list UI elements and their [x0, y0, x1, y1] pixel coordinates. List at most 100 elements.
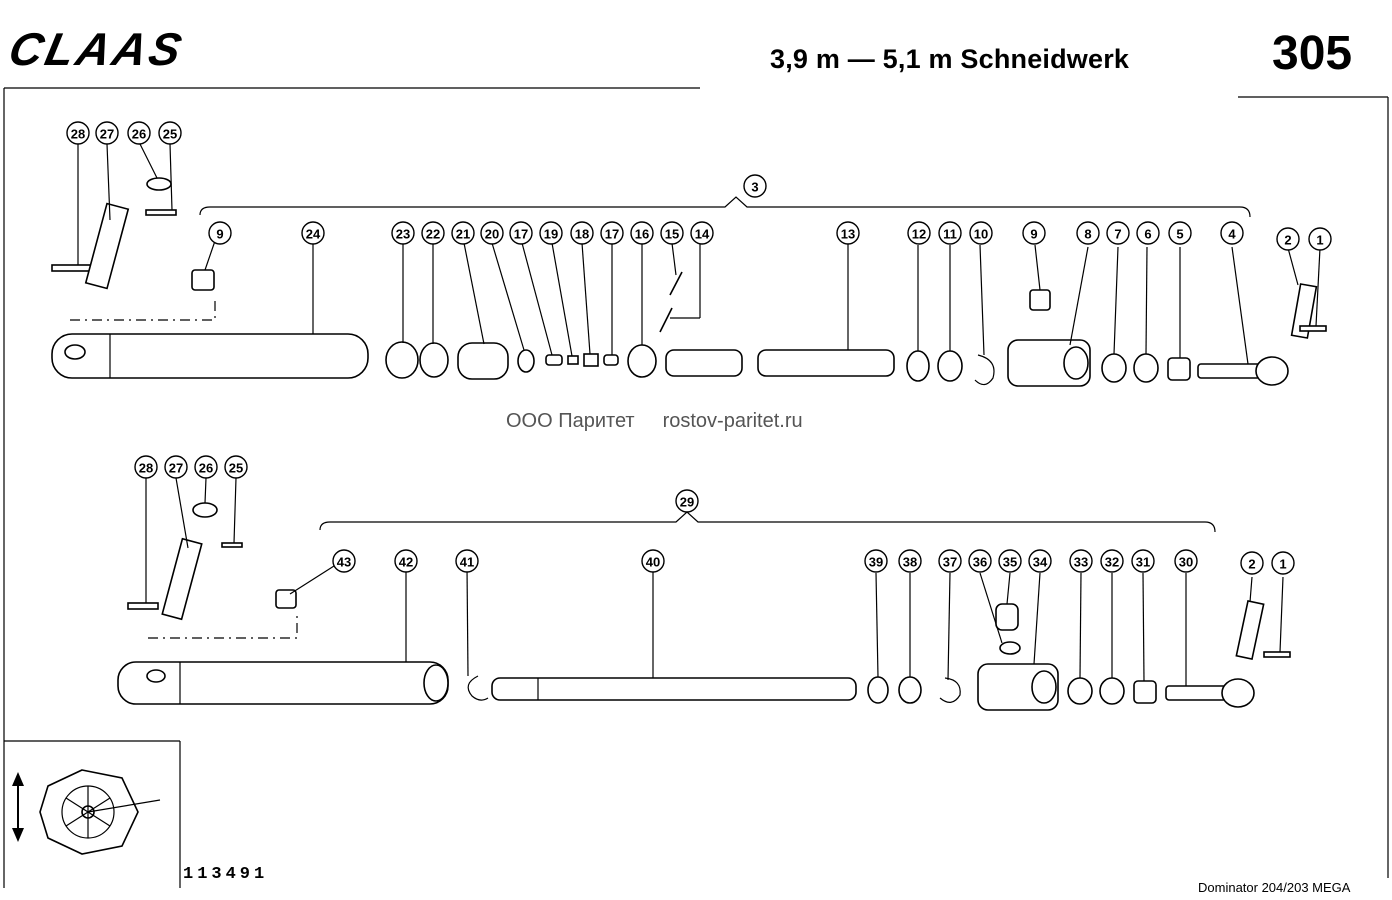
svg-text:23: 23	[396, 227, 410, 242]
svg-text:11: 11	[943, 227, 957, 242]
svg-text:9: 9	[1030, 227, 1037, 242]
callout-bottom-loose-27: 27	[164, 455, 188, 479]
svg-text:4: 4	[1228, 227, 1236, 242]
svg-text:14: 14	[695, 227, 710, 242]
callout-group-top: 3	[743, 174, 767, 198]
callout-top-18: 18	[570, 221, 594, 245]
svg-text:25: 25	[163, 127, 177, 142]
callout-top-loose-1: 1	[1308, 227, 1332, 251]
svg-text:13: 13	[841, 227, 855, 242]
callout-bottom-30: 30	[1174, 549, 1198, 573]
callout-top-loose-28: 28	[66, 121, 90, 145]
svg-text:26: 26	[132, 127, 146, 142]
callout-bottom-loose-1: 1	[1271, 551, 1295, 575]
svg-text:34: 34	[1033, 555, 1048, 570]
callout-top-12: 12	[907, 221, 931, 245]
callout-top-24: 24	[301, 221, 325, 245]
callout-top-loose-26: 26	[127, 121, 151, 145]
svg-text:37: 37	[943, 555, 957, 570]
svg-text:2: 2	[1284, 233, 1291, 248]
callout-bottom-31: 31	[1131, 549, 1155, 573]
callout-top-7: 7	[1106, 221, 1130, 245]
callout-group-bottom: 29	[675, 489, 699, 513]
callout-bottom-40: 40	[641, 549, 665, 573]
callout-top-6: 6	[1136, 221, 1160, 245]
svg-text:16: 16	[635, 227, 649, 242]
callout-bottom-43: 43	[332, 549, 356, 573]
svg-text:18: 18	[575, 227, 589, 242]
svg-text:28: 28	[71, 127, 85, 142]
svg-text:26: 26	[199, 461, 213, 476]
callout-bottom-37: 37	[938, 549, 962, 573]
svg-text:30: 30	[1179, 555, 1193, 570]
svg-text:41: 41	[460, 555, 474, 570]
assembly-bottom-drawing	[117, 477, 1291, 711]
svg-text:1: 1	[1316, 233, 1323, 248]
svg-text:28: 28	[139, 461, 153, 476]
assembly-top-drawing	[51, 143, 1327, 387]
callout-top-loose-2: 2	[1276, 227, 1300, 251]
svg-text:42: 42	[399, 555, 413, 570]
callout-bottom-41: 41	[455, 549, 479, 573]
callout-top-19: 19	[539, 221, 563, 245]
svg-text:20: 20	[485, 227, 499, 242]
svg-text:3: 3	[751, 180, 758, 195]
svg-text:1: 1	[1279, 557, 1286, 572]
callout-top-11: 11	[938, 221, 962, 245]
callout-top-4: 4	[1220, 221, 1244, 245]
callout-bottom-loose-28: 28	[134, 455, 158, 479]
callout-bottom-39: 39	[864, 549, 888, 573]
callout-bottom-36: 36	[968, 549, 992, 573]
svg-text:6: 6	[1144, 227, 1151, 242]
callout-top-23: 23	[391, 221, 415, 245]
callout-top-15: 15	[660, 221, 684, 245]
callout-top-13: 13	[836, 221, 860, 245]
svg-text:36: 36	[973, 555, 987, 570]
watermark-site: rostov-paritet.ru	[662, 410, 803, 432]
callout-top-14: 14	[690, 221, 714, 245]
callout-top-17: 17	[509, 221, 533, 245]
callout-bottom-32: 32	[1100, 549, 1124, 573]
svg-text:24: 24	[306, 227, 321, 242]
callout-bottom-38: 38	[898, 549, 922, 573]
callout-top-loose-27: 27	[95, 121, 119, 145]
svg-text:27: 27	[100, 127, 114, 142]
svg-text:31: 31	[1136, 555, 1150, 570]
callout-bottom-loose-25: 25	[224, 455, 248, 479]
frame-lines	[3, 87, 1389, 888]
svg-text:38: 38	[903, 555, 917, 570]
callout-top-17: 17	[600, 221, 624, 245]
watermark-company: ООО Паритет	[506, 410, 635, 432]
page-title: 3,9 m — 5,1 m Schneidwerk	[770, 44, 1130, 74]
svg-text:5: 5	[1176, 227, 1183, 242]
svg-text:21: 21	[456, 227, 470, 242]
callout-top-10: 10	[969, 221, 993, 245]
watermark: ООО Паритет rostov-paritet.ru	[506, 410, 831, 433]
svg-text:32: 32	[1105, 555, 1119, 570]
callout-top-9: 9	[208, 221, 232, 245]
callout-bottom-loose-2: 2	[1240, 551, 1264, 575]
callout-top-22: 22	[421, 221, 445, 245]
callout-bottom-loose-26: 26	[194, 455, 218, 479]
svg-text:33: 33	[1074, 555, 1088, 570]
svg-text:40: 40	[646, 555, 660, 570]
callout-top-16: 16	[630, 221, 654, 245]
svg-text:10: 10	[974, 227, 988, 242]
svg-text:25: 25	[229, 461, 243, 476]
callout-top-loose-25: 25	[158, 121, 182, 145]
svg-text:39: 39	[869, 555, 883, 570]
svg-text:19: 19	[544, 227, 558, 242]
svg-text:27: 27	[169, 461, 183, 476]
callout-top-20: 20	[480, 221, 504, 245]
svg-text:35: 35	[1003, 555, 1017, 570]
svg-text:43: 43	[337, 555, 351, 570]
up-down-arrow-icon	[12, 772, 24, 842]
svg-text:17: 17	[605, 227, 619, 242]
page-number: 305	[1272, 27, 1353, 80]
svg-text:15: 15	[665, 227, 679, 242]
drawing-number: 113491	[183, 865, 269, 884]
model-designation: Dominator 204/203 MEGA	[1198, 880, 1351, 895]
callout-top-9: 9	[1022, 221, 1046, 245]
